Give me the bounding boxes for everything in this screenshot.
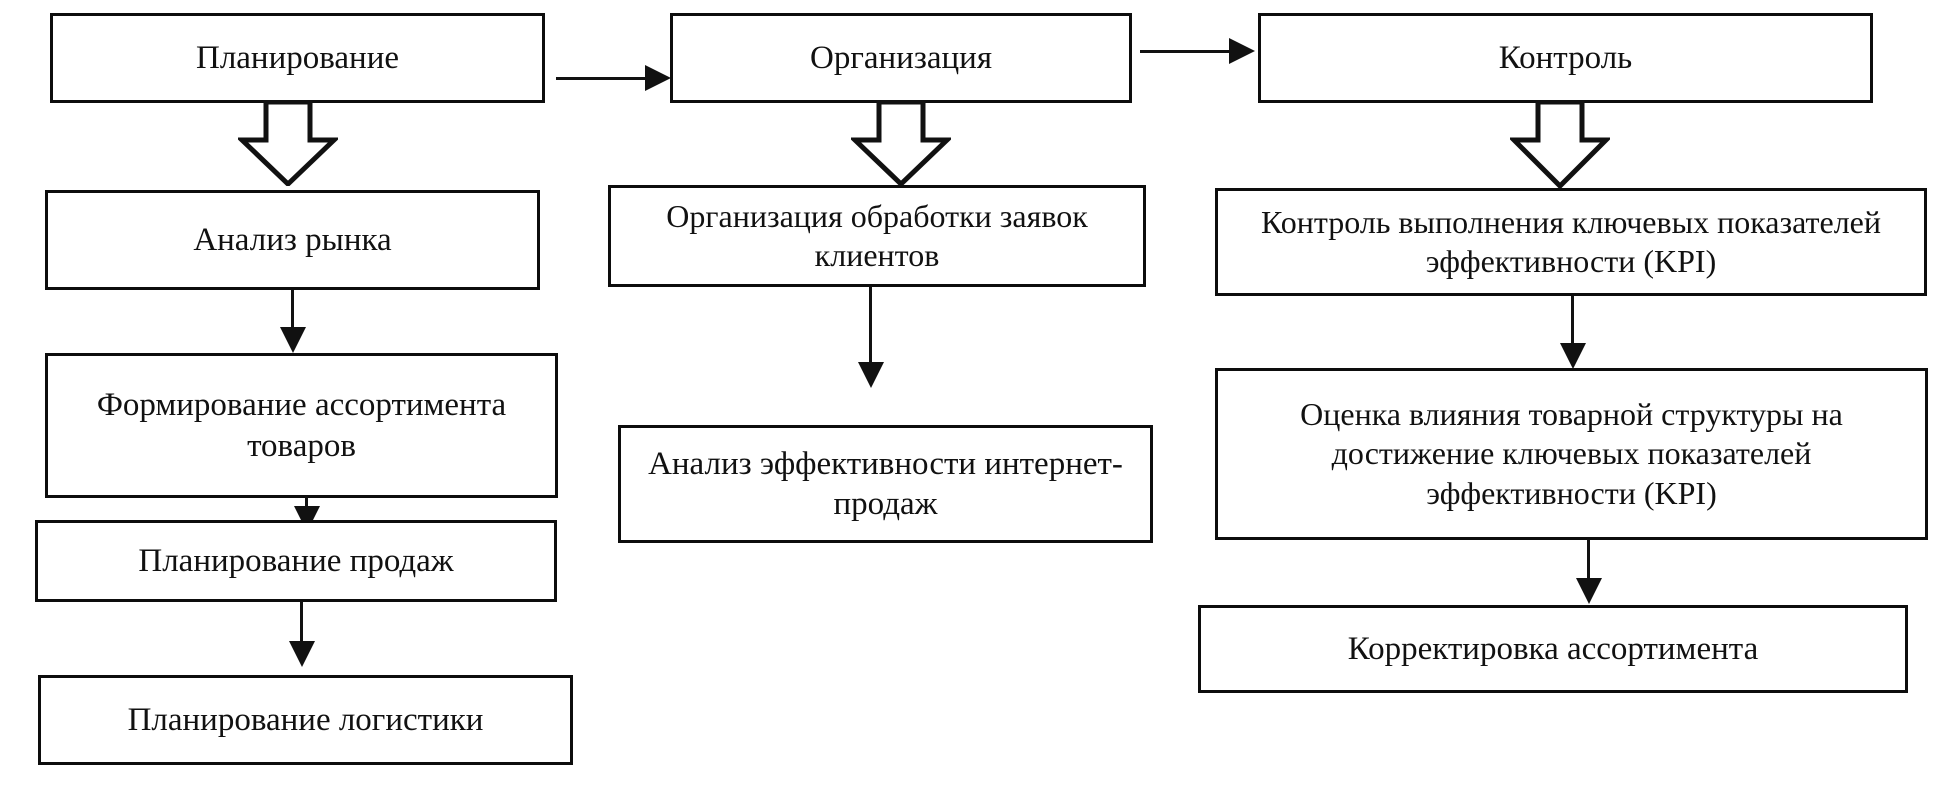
node-label: Оценка влияния товарной структуры на дос… bbox=[1300, 396, 1843, 511]
connector-structure-impact-to-correction-line bbox=[1587, 539, 1590, 583]
node-structure-impact[interactable]: Оценка влияния товарной структуры на дос… bbox=[1215, 368, 1928, 540]
connector-market-analysis-to-assortment-line bbox=[291, 290, 294, 330]
node-label: Планирование bbox=[195, 39, 400, 76]
node-kpi-control[interactable]: Контроль выполнения ключевых показателей… bbox=[1215, 188, 1927, 296]
connector-planning-to-organization-arrowhead bbox=[645, 65, 671, 91]
connector-kpi-control-to-structure-impact-arrowhead bbox=[1560, 343, 1586, 369]
node-planning-header[interactable]: Планирование bbox=[50, 13, 545, 103]
node-label: Формирование ассортимента товаров bbox=[96, 387, 507, 464]
node-label: Корректировка ассортимента bbox=[1347, 630, 1759, 667]
connector-organization-to-control-arrowhead bbox=[1229, 38, 1255, 64]
connector-structure-impact-to-correction-arrowhead bbox=[1576, 578, 1602, 604]
connector-sales-planning-to-logistics-arrowhead bbox=[289, 641, 315, 667]
connector-market-analysis-to-assortment-arrowhead bbox=[280, 327, 306, 353]
node-label: Планирование логистики bbox=[127, 701, 484, 738]
node-organization-header[interactable]: Организация bbox=[670, 13, 1132, 103]
node-label: Планирование продаж bbox=[138, 542, 454, 579]
connector-kpi-control-to-structure-impact-line bbox=[1571, 296, 1574, 346]
connector-organization-to-control-line bbox=[1140, 50, 1232, 53]
node-label: Организация обработки заявок клиентов bbox=[666, 197, 1088, 273]
node-label: Контроль bbox=[1498, 39, 1633, 76]
node-assortment-correction[interactable]: Корректировка ассортимента bbox=[1198, 605, 1908, 693]
connector-sales-planning-to-logistics-line bbox=[300, 601, 303, 646]
connector-organization-to-order-processing bbox=[851, 100, 951, 186]
node-assortment-formation[interactable]: Формирование ассортимента товаров bbox=[45, 353, 558, 498]
node-label: Анализ рынка bbox=[193, 221, 392, 258]
node-sales-planning[interactable]: Планирование продаж bbox=[35, 520, 557, 602]
node-order-processing[interactable]: Организация обработки заявок клиентов bbox=[608, 185, 1146, 287]
connector-control-to-kpi-control bbox=[1510, 100, 1610, 188]
connector-order-processing-to-online-sales-line bbox=[869, 287, 872, 365]
connector-planning-to-organization-line bbox=[556, 77, 648, 80]
node-label: Организация bbox=[809, 39, 992, 76]
connector-order-processing-to-online-sales-arrowhead bbox=[858, 362, 884, 388]
node-online-sales-efficiency[interactable]: Анализ эффективности интернет-продаж bbox=[618, 425, 1153, 543]
node-logistics-planning[interactable]: Планирование логистики bbox=[38, 675, 573, 765]
node-label: Анализ эффективности интернет-продаж bbox=[648, 445, 1123, 522]
node-label: Контроль выполнения ключевых показателей… bbox=[1261, 203, 1881, 279]
connector-planning-to-market-analysis bbox=[238, 100, 338, 186]
node-control-header[interactable]: Контроль bbox=[1258, 13, 1873, 103]
node-market-analysis[interactable]: Анализ рынка bbox=[45, 190, 540, 290]
